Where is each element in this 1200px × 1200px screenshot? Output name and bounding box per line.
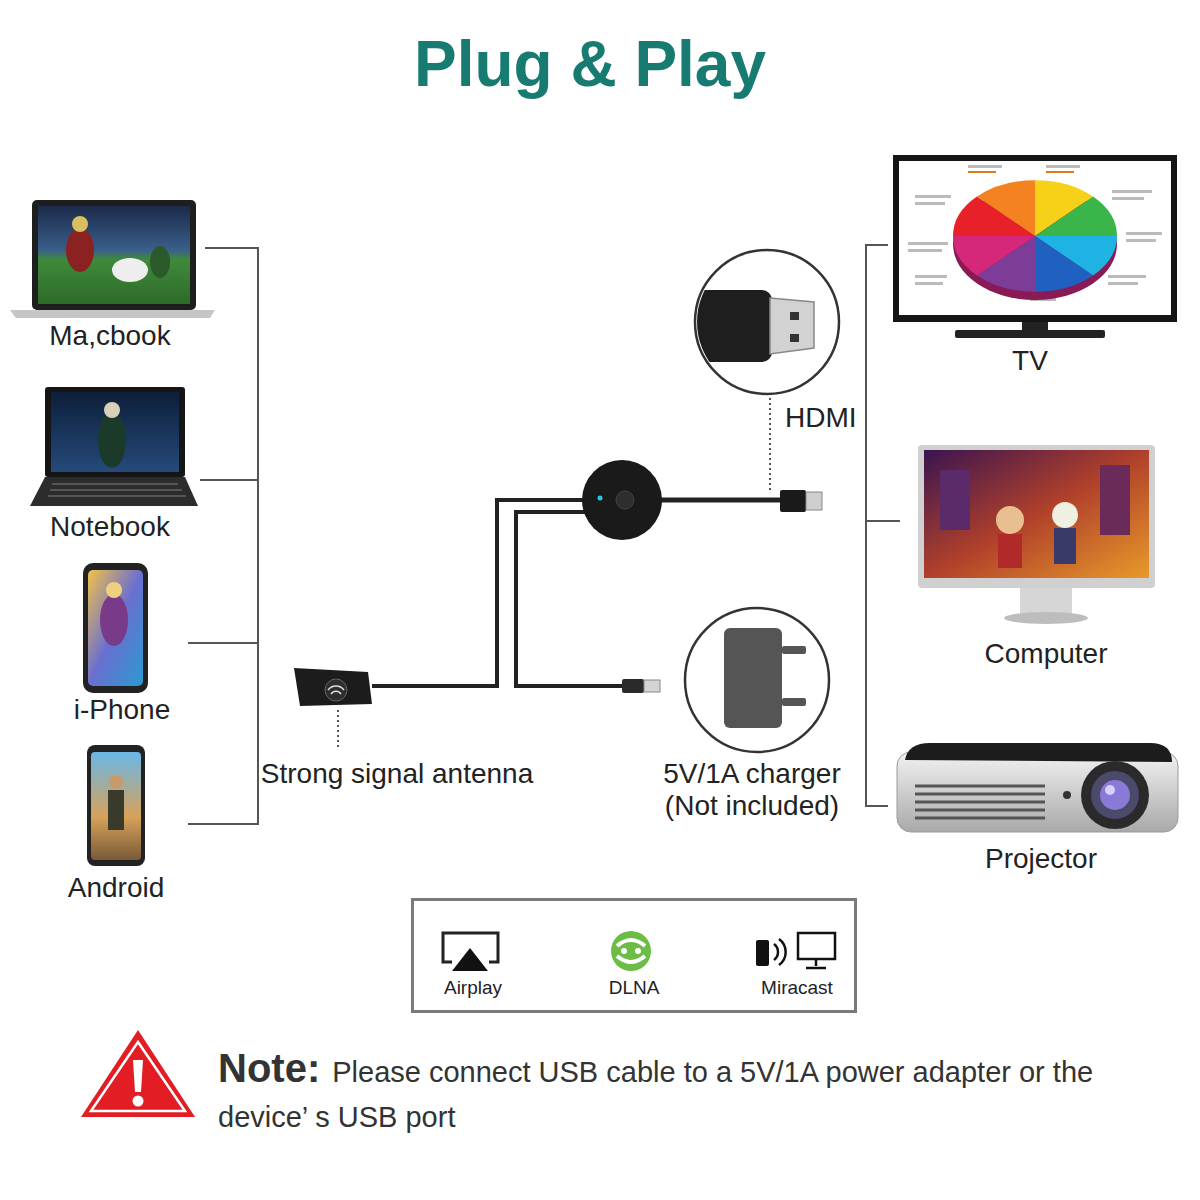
right-bracket (866, 245, 900, 806)
charger-callout (685, 608, 829, 752)
title: Plug & Play (414, 28, 766, 102)
android-picture (87, 745, 145, 866)
dlna-icon (611, 931, 651, 971)
tv-picture (893, 155, 1177, 338)
note-block: Note:Please connect USB cable to a 5V/1A… (218, 1048, 1118, 1142)
device-label: Computer (985, 638, 1108, 670)
protocol-name: Airplay (444, 977, 502, 999)
part-label: 5V/1A charger (Not included) (652, 758, 852, 822)
warning-icon (81, 1030, 195, 1117)
note-text: Please connect USB cable to a 5V/1A powe… (218, 1056, 1093, 1133)
part-label: Strong signal antenna (261, 758, 533, 790)
device-label: Android (68, 872, 165, 904)
device-label: TV (1012, 345, 1048, 377)
protocol-name: Miracast (761, 977, 833, 999)
device-label: Projector (985, 843, 1097, 875)
hdmi-callout (690, 250, 839, 394)
protocol-box: Airplay DLNA Miracast (411, 898, 857, 1013)
protocol-name: DLNA (609, 977, 660, 999)
notebook-picture (30, 387, 198, 506)
device-label: i-Phone (74, 694, 171, 726)
device-label: Ma,cbook (49, 320, 170, 352)
computer-picture (918, 445, 1155, 624)
airplay-icon (443, 933, 498, 971)
note-heading: Note: (218, 1046, 320, 1090)
miracast-icon (756, 933, 835, 968)
device-label: Notebook (50, 511, 170, 543)
part-label: HDMI (785, 402, 857, 434)
iphone-picture (83, 563, 148, 693)
left-bracket (188, 248, 258, 824)
macbook-picture (10, 200, 215, 318)
projector-picture (897, 743, 1178, 832)
